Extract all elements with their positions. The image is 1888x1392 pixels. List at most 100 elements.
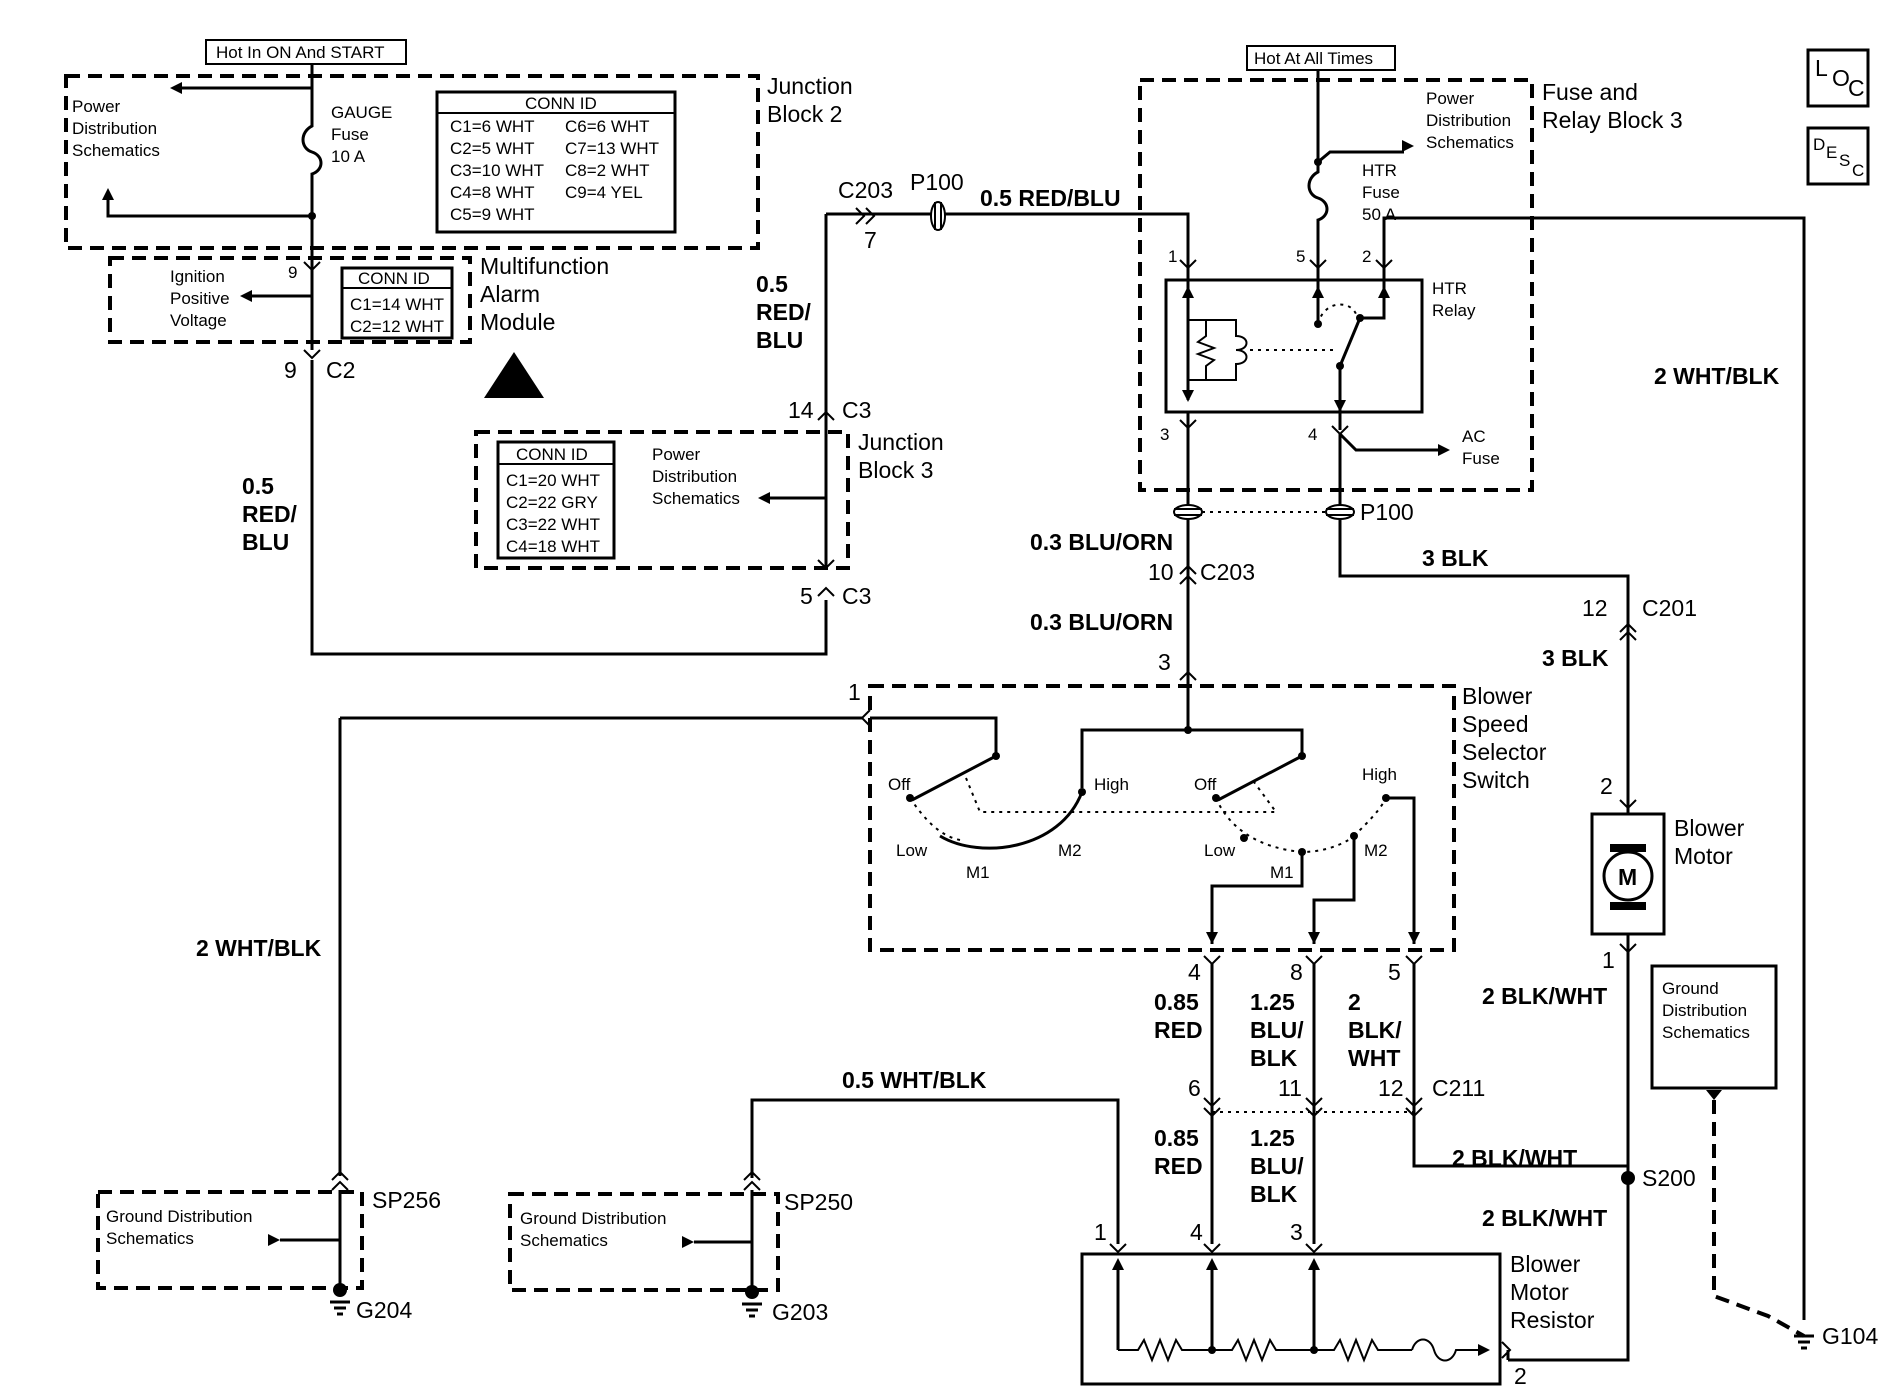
svg-text:BLU/: BLU/: [1250, 1017, 1304, 1043]
svg-text:Hot At All Times: Hot At All Times: [1254, 49, 1373, 68]
svg-text:4: 4: [1308, 425, 1317, 444]
svg-text:11: 11: [1278, 1075, 1302, 1101]
svg-text:0.5 WHT/BLK: 0.5 WHT/BLK: [842, 1067, 987, 1093]
g104-ground-icon: [1794, 1334, 1814, 1350]
svg-text:5: 5: [1296, 247, 1305, 266]
blower-speed-selector-switch: Blower Speed Selector Switch: [868, 683, 1547, 952]
svg-text:Block 2: Block 2: [767, 101, 842, 127]
svg-text:Distribution: Distribution: [652, 467, 737, 486]
blower-motor: 2 M Blower Motor 1: [1590, 773, 1745, 973]
svg-text:CONN ID: CONN ID: [516, 445, 588, 464]
svg-text:2 WHT/BLK: 2 WHT/BLK: [196, 935, 322, 961]
svg-text:C2=5 WHT: C2=5 WHT: [450, 139, 535, 158]
svg-text:BLK/: BLK/: [1348, 1017, 1402, 1043]
hot-all-times-label: Hot At All Times: [1246, 45, 1396, 71]
svg-text:Fuse and: Fuse and: [1542, 79, 1638, 105]
svg-text:L: L: [1815, 55, 1828, 81]
svg-text:E: E: [1826, 143, 1837, 162]
gds-left-box: Ground Distribution Schematics: [96, 1190, 364, 1290]
svg-text:0.5: 0.5: [242, 473, 274, 499]
svg-text:Blower: Blower: [1510, 1251, 1581, 1277]
svg-text:C4=18 WHT: C4=18 WHT: [506, 537, 600, 556]
junction-block-2: Junction Block 2 Power Distribution Sche…: [64, 73, 853, 250]
svg-text:Blower: Blower: [1674, 815, 1745, 841]
svg-text:C3: C3: [842, 583, 871, 609]
svg-text:0.85: 0.85: [1154, 989, 1199, 1015]
svg-text:Distribution: Distribution: [72, 119, 157, 138]
mam-conn-id-table: CONN ID C1=14 WHT C2=12 WHT: [340, 266, 454, 340]
svg-text:0.5 RED/BLU: 0.5 RED/BLU: [980, 185, 1121, 211]
svg-text:BLU/: BLU/: [1250, 1153, 1304, 1179]
svg-text:C: C: [1848, 75, 1865, 101]
svg-text:BLU: BLU: [242, 529, 289, 555]
svg-text:CONN ID: CONN ID: [525, 94, 597, 113]
svg-text:4: 4: [1190, 1219, 1203, 1245]
svg-text:C8=2 WHT: C8=2 WHT: [565, 161, 650, 180]
svg-text:Schematics: Schematics: [652, 489, 740, 508]
svg-text:Low: Low: [1204, 841, 1236, 860]
svg-text:Off: Off: [888, 775, 911, 794]
svg-text:M: M: [1618, 864, 1637, 890]
svg-text:6: 6: [1188, 1075, 1201, 1101]
svg-text:0.85: 0.85: [1154, 1125, 1199, 1151]
svg-text:2: 2: [1362, 247, 1371, 266]
svg-text:High: High: [1094, 775, 1129, 794]
svg-text:12: 12: [1582, 595, 1608, 621]
svg-text:Power: Power: [72, 97, 121, 116]
svg-text:Fuse: Fuse: [331, 125, 369, 144]
svg-text:S200: S200: [1642, 1165, 1696, 1191]
svg-text:CONN ID: CONN ID: [358, 269, 430, 288]
svg-text:Selector: Selector: [1462, 739, 1547, 765]
svg-text:Block 3: Block 3: [858, 457, 933, 483]
svg-text:Schematics: Schematics: [520, 1231, 608, 1250]
svg-text:2 BLK/WHT: 2 BLK/WHT: [1482, 1205, 1607, 1231]
svg-text:1: 1: [848, 679, 861, 705]
svg-text:2: 2: [1348, 989, 1361, 1015]
svg-text:C1=6 WHT: C1=6 WHT: [450, 117, 535, 136]
svg-text:Power: Power: [1426, 89, 1475, 108]
svg-text:Ground Distribution: Ground Distribution: [520, 1209, 666, 1228]
svg-text:D: D: [1813, 135, 1825, 154]
svg-text:G104: G104: [1822, 1323, 1878, 1349]
svg-text:9: 9: [288, 263, 297, 282]
svg-text:12: 12: [1378, 1075, 1404, 1101]
svg-text:Positive: Positive: [170, 289, 230, 308]
svg-text:C: C: [1852, 161, 1864, 180]
svg-text:M2: M2: [1364, 841, 1388, 860]
svg-text:1.25: 1.25: [1250, 1125, 1295, 1151]
svg-text:Multifunction: Multifunction: [480, 253, 609, 279]
svg-text:C6=6 WHT: C6=6 WHT: [565, 117, 650, 136]
svg-text:0.5: 0.5: [756, 271, 788, 297]
svg-text:Power: Power: [652, 445, 701, 464]
svg-text:Motor: Motor: [1674, 843, 1733, 869]
svg-text:SP250: SP250: [784, 1189, 853, 1215]
svg-text:Fuse: Fuse: [1362, 183, 1400, 202]
svg-text:P100: P100: [910, 169, 964, 195]
svg-text:SP256: SP256: [372, 1187, 441, 1213]
svg-text:Motor: Motor: [1510, 1279, 1569, 1305]
svg-text:50 A: 50 A: [1362, 205, 1397, 224]
svg-text:C3: C3: [842, 397, 871, 423]
svg-text:Ignition: Ignition: [170, 267, 225, 286]
svg-text:0.3 BLU/ORN: 0.3 BLU/ORN: [1030, 609, 1173, 635]
svg-text:WHT: WHT: [1348, 1045, 1400, 1071]
p100-splice-right: [1325, 504, 1355, 520]
svg-text:Low: Low: [896, 841, 928, 860]
svg-text:GAUGE: GAUGE: [331, 103, 392, 122]
svg-text:C5=9 WHT: C5=9 WHT: [450, 205, 535, 224]
svg-text:Distribution: Distribution: [1662, 1001, 1747, 1020]
svg-text:S: S: [1839, 151, 1850, 170]
p100-splice-left: [1173, 504, 1203, 520]
svg-text:3: 3: [1158, 649, 1171, 675]
esd-warning-icon: [484, 352, 544, 398]
svg-text:HTR: HTR: [1362, 161, 1397, 180]
svg-text:Fuse: Fuse: [1462, 449, 1500, 468]
svg-text:Distribution: Distribution: [1426, 111, 1511, 130]
gds-mid-box: Ground Distribution Schematics: [508, 1192, 780, 1292]
svg-text:Switch: Switch: [1462, 767, 1530, 793]
svg-text:RED/: RED/: [756, 299, 812, 325]
svg-text:M2: M2: [1058, 841, 1082, 860]
svg-text:G204: G204: [356, 1297, 412, 1323]
